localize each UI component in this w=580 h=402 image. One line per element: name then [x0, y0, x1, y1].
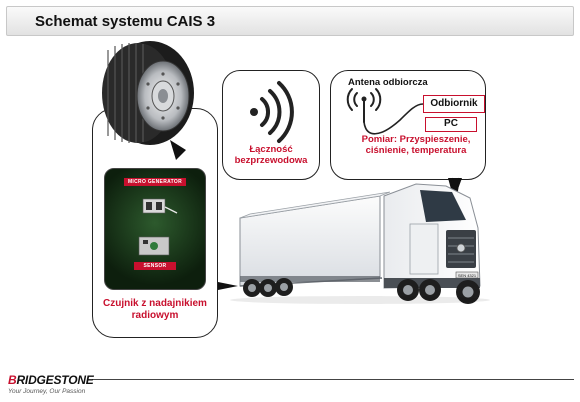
receiver-box: Odbiornik — [423, 95, 485, 113]
sensor-tag: SENSOR — [134, 262, 176, 270]
antenna-icon — [346, 88, 424, 135]
wireless-label: Łączność bezprzewodowa — [234, 144, 308, 166]
logo-prefix: B — [8, 373, 17, 387]
footer-divider — [92, 379, 574, 380]
wireless-callout — [222, 70, 320, 180]
license-plate: SEN 4321 — [458, 273, 477, 278]
title-bar: Schemat systemu CAIS 3 — [6, 6, 574, 36]
pc-box: PC — [425, 117, 477, 132]
sensor-components — [138, 198, 178, 256]
antenna-title: Antena odbiorcza — [348, 77, 428, 88]
truck-wheels — [243, 278, 480, 304]
tire-image — [102, 41, 194, 145]
wireless-icon — [250, 81, 294, 143]
sensor-pointer — [218, 282, 238, 290]
logo-rest: RIDGESTONE — [16, 373, 94, 387]
slogan: Your Journey, Our Passion — [8, 388, 86, 395]
slide-title: Schemat systemu CAIS 3 — [35, 13, 216, 30]
sensor-label: Czujnik z nadajnikiem radiowym — [103, 298, 207, 321]
sensor-photo — [104, 168, 206, 290]
measurement-label: Pomiar: Przyspieszenie, ciśnienie, tempe… — [361, 134, 471, 156]
bridgestone-logo: BRIDGESTONE — [8, 373, 94, 387]
micro-generator-tag: MICRO GENERATOR — [124, 178, 186, 186]
tire-pointer — [170, 140, 186, 160]
truck-image: SEN 4321 — [230, 183, 490, 304]
